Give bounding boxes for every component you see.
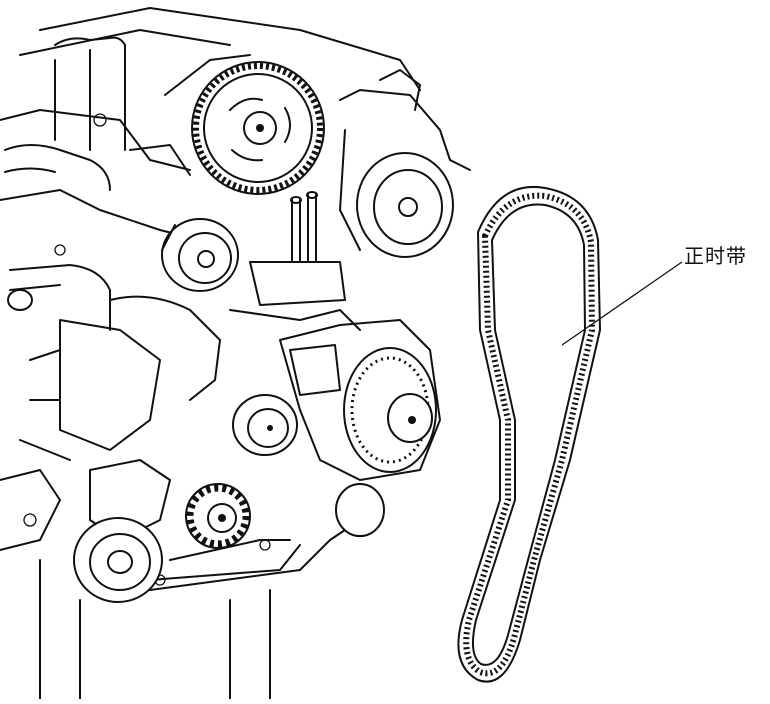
crankshaft-sprocket xyxy=(185,483,251,549)
camshaft-sprocket xyxy=(191,61,325,195)
water-pump xyxy=(279,319,441,481)
crank-pulley xyxy=(73,517,163,603)
callout-leader-line xyxy=(561,261,683,346)
tensioner-pulley xyxy=(161,218,239,292)
timing-belt-label: 正时带 xyxy=(684,244,747,268)
idler-pulley xyxy=(232,394,298,456)
engine-block xyxy=(0,7,421,700)
timing-belt xyxy=(457,186,601,683)
mounting-bracket xyxy=(229,191,361,331)
oil-pan xyxy=(149,483,385,591)
power-steering-pulley xyxy=(339,69,471,258)
